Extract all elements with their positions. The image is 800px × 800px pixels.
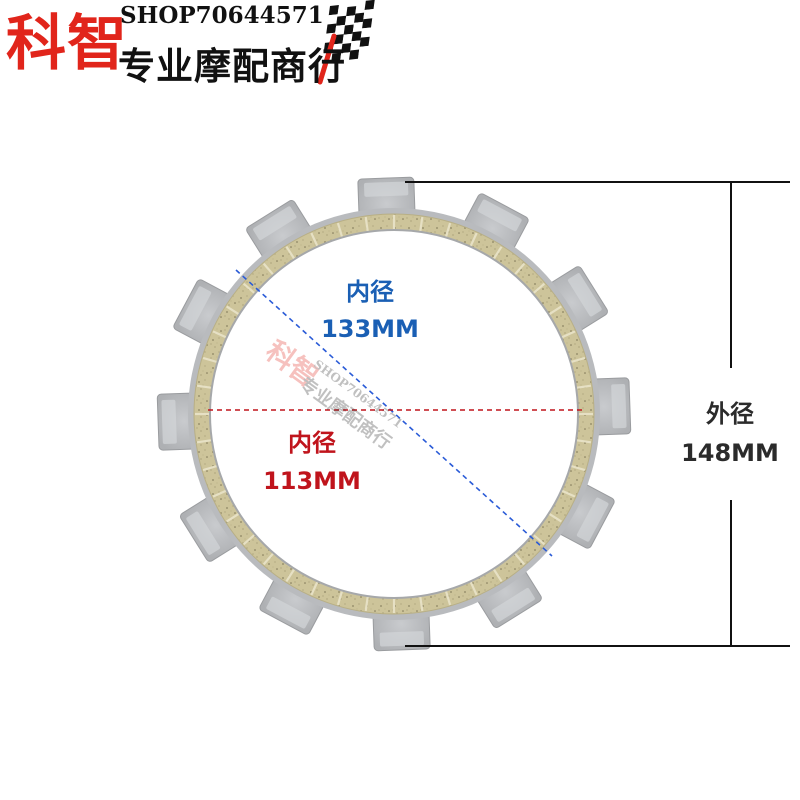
pad-groove — [493, 245, 503, 259]
pad-groove — [242, 534, 255, 546]
pad-groove — [549, 305, 563, 315]
pad-groove — [533, 282, 546, 294]
pad-groove — [445, 591, 452, 606]
shop-id-text: SHOP70644571 — [120, 2, 324, 29]
brand-logo-text: 科智 — [6, 9, 128, 79]
pad-groove — [262, 262, 274, 275]
outer-dimension-value: 148MM — [681, 439, 779, 467]
pad-groove — [285, 245, 295, 259]
pad-groove — [576, 439, 592, 444]
pad-groove — [571, 465, 586, 472]
diagonal-dimension-value: 133MM — [321, 315, 419, 343]
pad-groove — [310, 581, 319, 596]
pad-groove — [571, 356, 586, 363]
pad-groove — [419, 596, 424, 612]
pad-groove — [225, 305, 239, 315]
clutch-friction-ring — [188, 208, 600, 620]
pad-groove — [285, 569, 295, 583]
pad-groove — [549, 513, 563, 523]
pad-groove — [364, 216, 369, 232]
pad-groove — [202, 356, 217, 363]
pad-groove — [196, 439, 212, 444]
pad-groove — [514, 553, 526, 566]
pad-groove — [212, 489, 227, 498]
pad-groove — [202, 465, 217, 472]
pad-groove — [336, 222, 343, 237]
pad-groove — [364, 596, 369, 612]
pad-groove — [469, 232, 478, 247]
pad-groove — [445, 222, 452, 237]
friction-pad-grooves — [195, 215, 593, 613]
pad-groove — [262, 553, 274, 566]
pad-groove — [561, 489, 576, 498]
pad-groove — [196, 384, 212, 389]
checkered-flag-icon — [317, 0, 375, 85]
pad-groove — [533, 534, 546, 546]
inner-bore — [209, 229, 579, 599]
pad-groove — [514, 262, 526, 275]
pad-groove — [212, 330, 227, 339]
pad-groove — [576, 384, 592, 389]
pad-groove — [561, 330, 576, 339]
pad-groove — [225, 513, 239, 523]
pad-groove — [469, 581, 478, 596]
outer-dimension-label: 外径 — [706, 400, 754, 428]
pad-groove — [493, 569, 503, 583]
pad-groove — [242, 282, 255, 294]
horizontal-dimension-value: 113MM — [263, 467, 361, 495]
horizontal-dimension-label: 内径 — [288, 429, 336, 457]
diagonal-dimension-label: 内径 — [346, 278, 394, 306]
diagonal-dimension-line — [235, 269, 553, 557]
shop-slogan-text: 专业摩配商行 — [118, 45, 346, 88]
pad-groove — [419, 216, 424, 232]
pad-groove — [336, 591, 343, 606]
pad-groove — [310, 232, 319, 247]
